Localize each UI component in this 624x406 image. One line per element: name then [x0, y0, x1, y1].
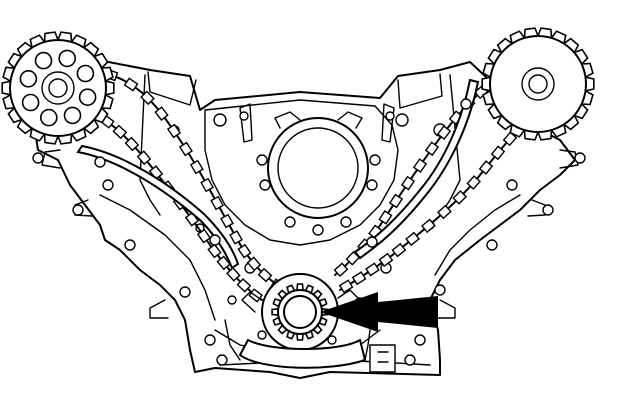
chain-link [178, 141, 193, 157]
chain-link [220, 213, 234, 229]
left-sprocket-holes [19, 49, 97, 127]
chain-link [391, 242, 407, 258]
chain-link [388, 193, 404, 209]
chain-link [216, 255, 231, 271]
chain-link [236, 277, 252, 293]
chain-link [490, 145, 506, 161]
chain-link [378, 252, 394, 268]
chain-link [166, 123, 182, 139]
chain-link [200, 177, 214, 193]
chain-link [124, 136, 140, 152]
chain-link [437, 204, 452, 220]
oil-pump-housing [216, 319, 416, 373]
chain-link [226, 267, 241, 282]
right-camshaft-sprocket [481, 27, 595, 141]
chain-link [237, 243, 252, 259]
chain-link [452, 190, 468, 205]
left-camshaft-sprocket [1, 31, 115, 145]
chain-link [112, 124, 128, 140]
sprocket-hole [76, 64, 95, 83]
chain-link [436, 125, 452, 140]
chain-link [466, 175, 481, 190]
chain-link [123, 77, 139, 92]
chain-link [412, 158, 428, 173]
chain-link [405, 231, 420, 247]
chain-link [333, 262, 349, 278]
chain-link [400, 175, 416, 191]
right-chain-guide [353, 78, 480, 260]
chain-link [338, 279, 354, 294]
sprocket-hole [78, 88, 97, 106]
sprocket-hole [19, 70, 38, 88]
chain-link [502, 131, 518, 147]
chain-link [478, 160, 494, 175]
chain-link [210, 195, 224, 211]
chain-link [136, 150, 152, 166]
chain-link [365, 262, 380, 277]
chain-link [424, 141, 440, 157]
sprocket-hole [58, 49, 76, 68]
chain-link [351, 271, 367, 286]
sprocket-hole [63, 106, 82, 125]
chain-link [257, 267, 273, 283]
sprocket-hole [21, 93, 40, 112]
chain-link [246, 256, 262, 272]
water-pump-opening [213, 103, 409, 236]
chain-link [154, 106, 169, 121]
chain-link [421, 218, 436, 234]
chain-link [378, 210, 393, 225]
left-chain-guide [76, 144, 240, 270]
chain-link [189, 159, 204, 175]
pointer-arrow [320, 292, 438, 332]
sprocket-hole [34, 51, 53, 70]
chain-link [196, 228, 212, 244]
sprocket-hole [39, 108, 58, 127]
chain-link [229, 230, 243, 245]
chain-link [207, 243, 222, 259]
chain-link [140, 90, 155, 106]
